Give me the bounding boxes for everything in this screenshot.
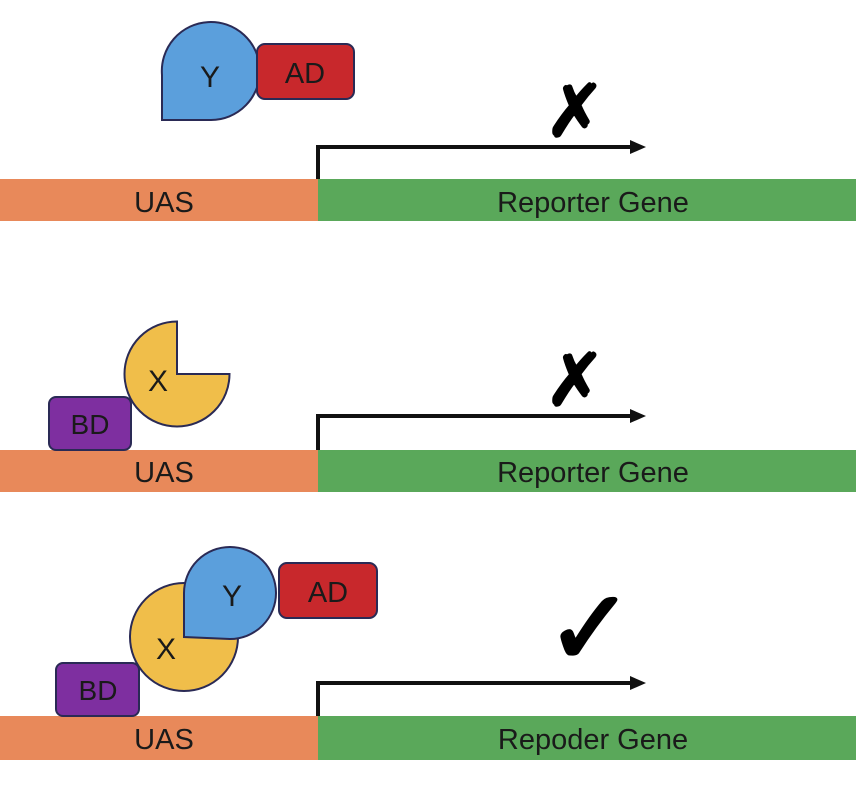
- binding-domain: [48, 396, 132, 451]
- arrow-head: [630, 676, 646, 690]
- result-cross-icon: ✗: [545, 72, 605, 152]
- binding-domain: [55, 662, 140, 717]
- reporter-gene-label: Reporter Gene: [497, 457, 689, 489]
- result-check-icon: ✓: [546, 571, 633, 687]
- uas-segment: [0, 450, 318, 492]
- reporter-gene-segment: [318, 450, 856, 492]
- uas-label: UAS: [134, 187, 194, 219]
- activation-domain-label: AD: [285, 58, 325, 90]
- y-protein: [160, 21, 261, 121]
- activation-domain-label: AD: [308, 577, 348, 609]
- uas-label: UAS: [134, 457, 194, 489]
- y-protein-label: Y: [200, 61, 220, 94]
- uas-segment: [0, 179, 318, 221]
- y-protein-label: Y: [222, 580, 242, 613]
- x-protein-label: X: [156, 633, 176, 666]
- result-cross-icon: ✗: [545, 341, 605, 421]
- panel-1: UAS Reporter Gene Y AD ✗: [0, 21, 856, 221]
- arrow-head: [630, 140, 646, 154]
- y-protein: [183, 546, 277, 641]
- uas-label: UAS: [134, 724, 194, 756]
- reporter-gene-label: Reporter Gene: [497, 187, 689, 219]
- activation-domain: [278, 562, 378, 619]
- reporter-gene-segment: [318, 716, 856, 760]
- x-protein: [123, 320, 231, 428]
- activation-domain: [256, 43, 355, 100]
- reporter-gene-segment: [318, 179, 856, 221]
- binding-domain-label: BD: [71, 409, 110, 440]
- transcription-arrow: [316, 681, 632, 716]
- binding-domain-label: BD: [79, 675, 118, 706]
- uas-segment: [0, 716, 318, 760]
- panel-2: UAS Reporter Gene BD X ✗: [0, 320, 856, 492]
- x-protein-label: X: [148, 365, 168, 398]
- panel-3: UAS Repoder Gene BD X Y AD ✓: [0, 546, 856, 760]
- reporter-gene-label: Repoder Gene: [498, 724, 688, 756]
- transcription-arrow: [316, 414, 632, 450]
- arrow-head: [630, 409, 646, 423]
- transcription-arrow: [316, 145, 632, 179]
